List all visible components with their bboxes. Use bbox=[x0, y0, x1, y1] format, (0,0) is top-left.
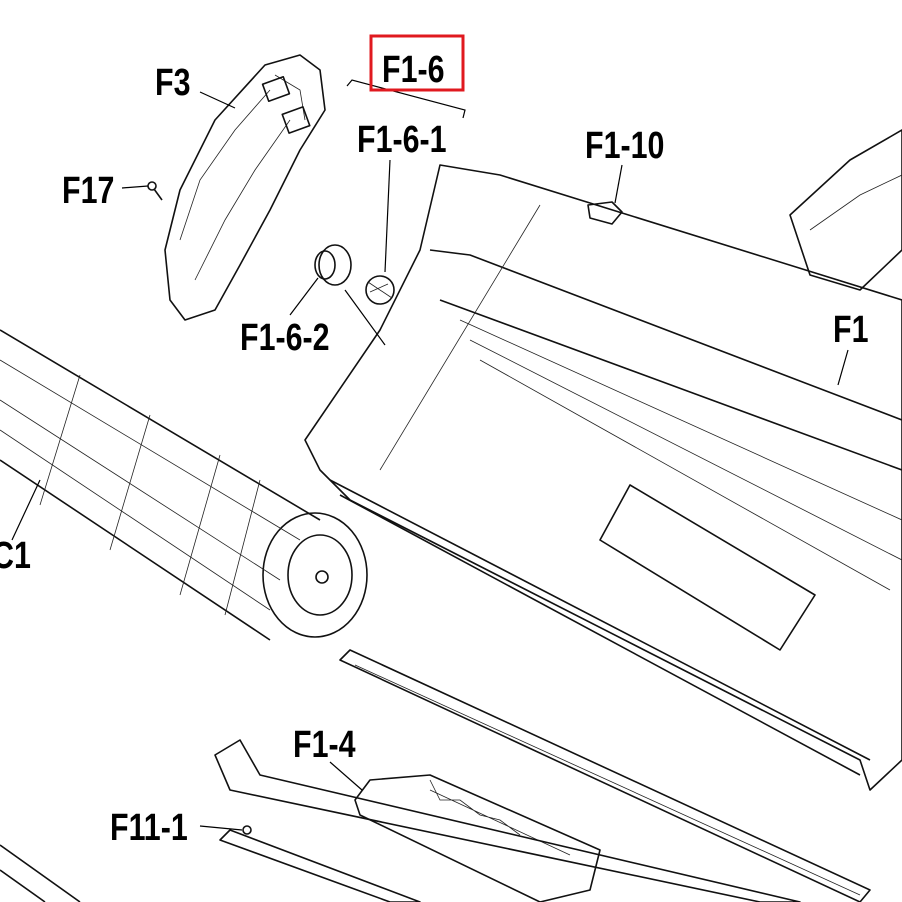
label-f1[interactable]: F1 bbox=[833, 309, 868, 351]
part-f1-10-pin bbox=[587, 201, 623, 225]
label-f1-10[interactable]: F1-10 bbox=[585, 125, 664, 167]
label-c1[interactable]: C1 bbox=[0, 535, 31, 577]
part-f11-1-rail bbox=[0, 739, 801, 902]
label-f1-6-2[interactable]: F1-6-2 bbox=[240, 317, 330, 359]
part-f1-4-linkage bbox=[354, 774, 601, 902]
label-f1-4[interactable]: F1-4 bbox=[293, 724, 356, 766]
leader-lines bbox=[11, 79, 849, 831]
part-f1-6-1-bearing bbox=[365, 275, 395, 305]
label-f3[interactable]: F3 bbox=[155, 62, 190, 104]
part-lower-rail bbox=[339, 649, 871, 902]
part-f1-housing bbox=[304, 164, 902, 791]
part-top-right-bracket bbox=[789, 129, 902, 291]
label-f1-6[interactable]: F1-6 bbox=[382, 49, 445, 91]
part-f17-screw bbox=[147, 181, 163, 201]
part-f3-bracket bbox=[164, 54, 326, 321]
label-f17[interactable]: F17 bbox=[62, 170, 114, 212]
part-c1-fan bbox=[0, 329, 368, 641]
highlight-box-f1-6 bbox=[369, 34, 465, 92]
part-f1-6-2-bushing bbox=[314, 244, 352, 286]
label-f1-6-1[interactable]: F1-6-1 bbox=[357, 119, 447, 161]
label-f11-1[interactable]: F11-1 bbox=[110, 807, 188, 849]
